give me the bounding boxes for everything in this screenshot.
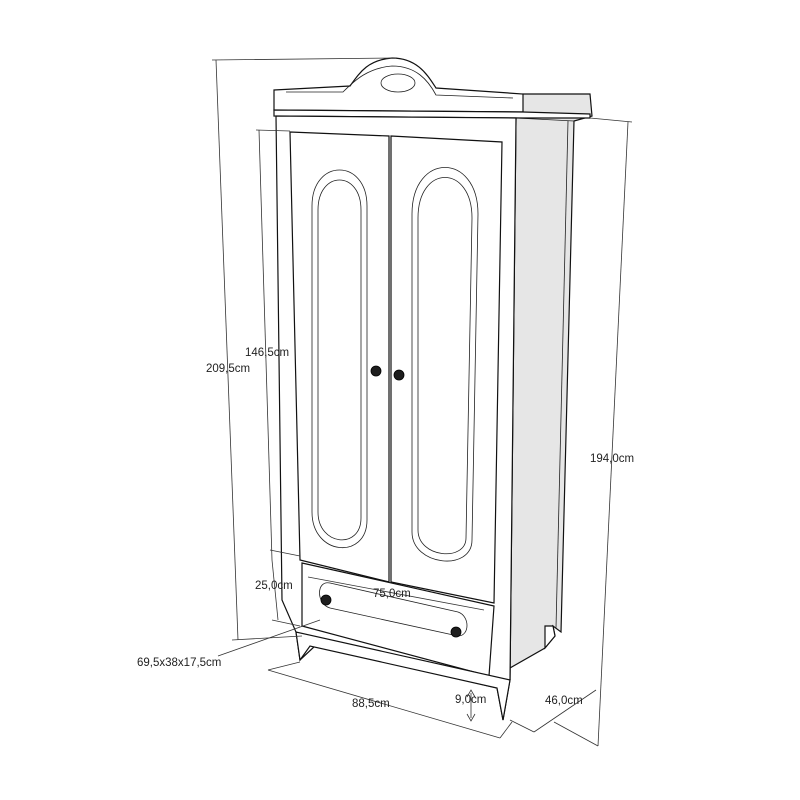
drawer-width-dimension bbox=[307, 576, 485, 611]
right-door-knob bbox=[393, 369, 405, 381]
door-height-dimension bbox=[255, 129, 301, 561]
drawer-width-label: 75,0cm bbox=[373, 588, 411, 600]
body-height-label: 194,0cm bbox=[590, 453, 634, 465]
crown-medallion bbox=[380, 73, 416, 93]
depth-dimension bbox=[509, 689, 597, 733]
right-door-panel bbox=[411, 167, 479, 562]
left-door-knob bbox=[370, 365, 382, 377]
door-height-label: 146,5cm bbox=[245, 347, 289, 359]
leg-height-dimension bbox=[466, 689, 476, 722]
drawer-box-label: 69,5x38x17,5cm bbox=[137, 657, 221, 669]
crown-cornice bbox=[273, 57, 524, 113]
drawer-box-leader bbox=[217, 619, 321, 657]
drawer-knob-right bbox=[450, 626, 462, 638]
drawer-height-label: 25,0cm bbox=[255, 580, 293, 592]
left-door-panel bbox=[311, 169, 368, 548]
left-door bbox=[289, 131, 390, 583]
drawer-knob-left bbox=[320, 594, 332, 606]
total-height-dimension bbox=[211, 57, 397, 641]
drawer-height-dimension bbox=[271, 559, 301, 627]
side-panel bbox=[509, 93, 593, 681]
width-label: 88,5cm bbox=[352, 698, 390, 710]
body-height-dimension bbox=[553, 117, 633, 747]
width-dimension bbox=[267, 661, 513, 739]
base-plinth bbox=[295, 631, 511, 721]
right-door bbox=[390, 135, 503, 604]
leg-height-label: 9,0cm bbox=[455, 694, 486, 706]
total-height-label: 209,5cm bbox=[206, 363, 250, 375]
depth-label: 46,0cm bbox=[545, 695, 583, 707]
